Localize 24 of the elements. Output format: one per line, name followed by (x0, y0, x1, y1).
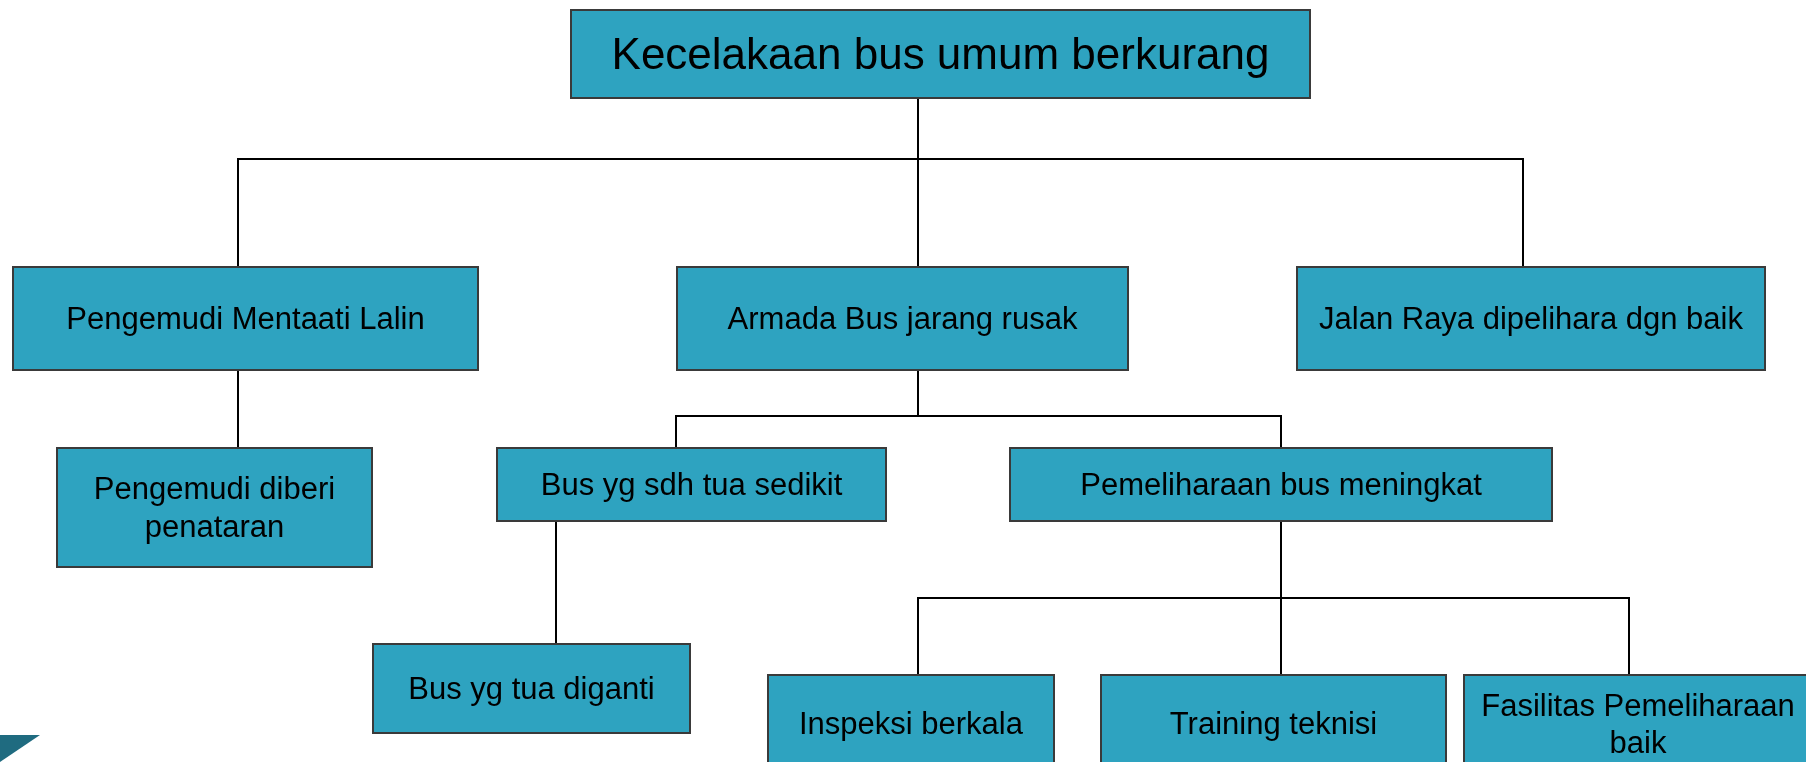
tree-box (1463, 674, 1806, 762)
tree-box (570, 9, 1311, 99)
box-label: Pemeliharaan bus meningkat (1080, 465, 1482, 504)
connector-line (237, 370, 239, 448)
tree-box (767, 674, 1055, 762)
tree-box (12, 266, 479, 371)
box-label: Bus yg tua diganti (408, 669, 655, 708)
tree-box (1296, 266, 1766, 371)
box-label: Bus yg sdh tua sedikit (540, 465, 843, 504)
tree-box (372, 643, 691, 734)
box-label: Fasilitas Pemeliharaan baik (1480, 686, 1796, 762)
tree-box (56, 447, 373, 568)
box-label: Pengemudi Mentaati Lalin (66, 299, 425, 338)
box-label: Armada Bus jarang rusak (727, 299, 1078, 338)
tree-box (1100, 674, 1447, 762)
box-label: Inspeksi berkala (799, 705, 1023, 743)
tree-box (496, 447, 887, 522)
tree-box (1009, 447, 1553, 522)
box-label: Kecelakaan bus umum berkurang (611, 27, 1270, 80)
box-label: Jalan Raya dipelihara dgn baik (1319, 299, 1743, 338)
box-label: Pengemudi diberi penataran (92, 470, 337, 545)
box-label: Training teknisi (1169, 705, 1378, 743)
connector-line (555, 521, 557, 644)
tree-box (676, 266, 1129, 371)
